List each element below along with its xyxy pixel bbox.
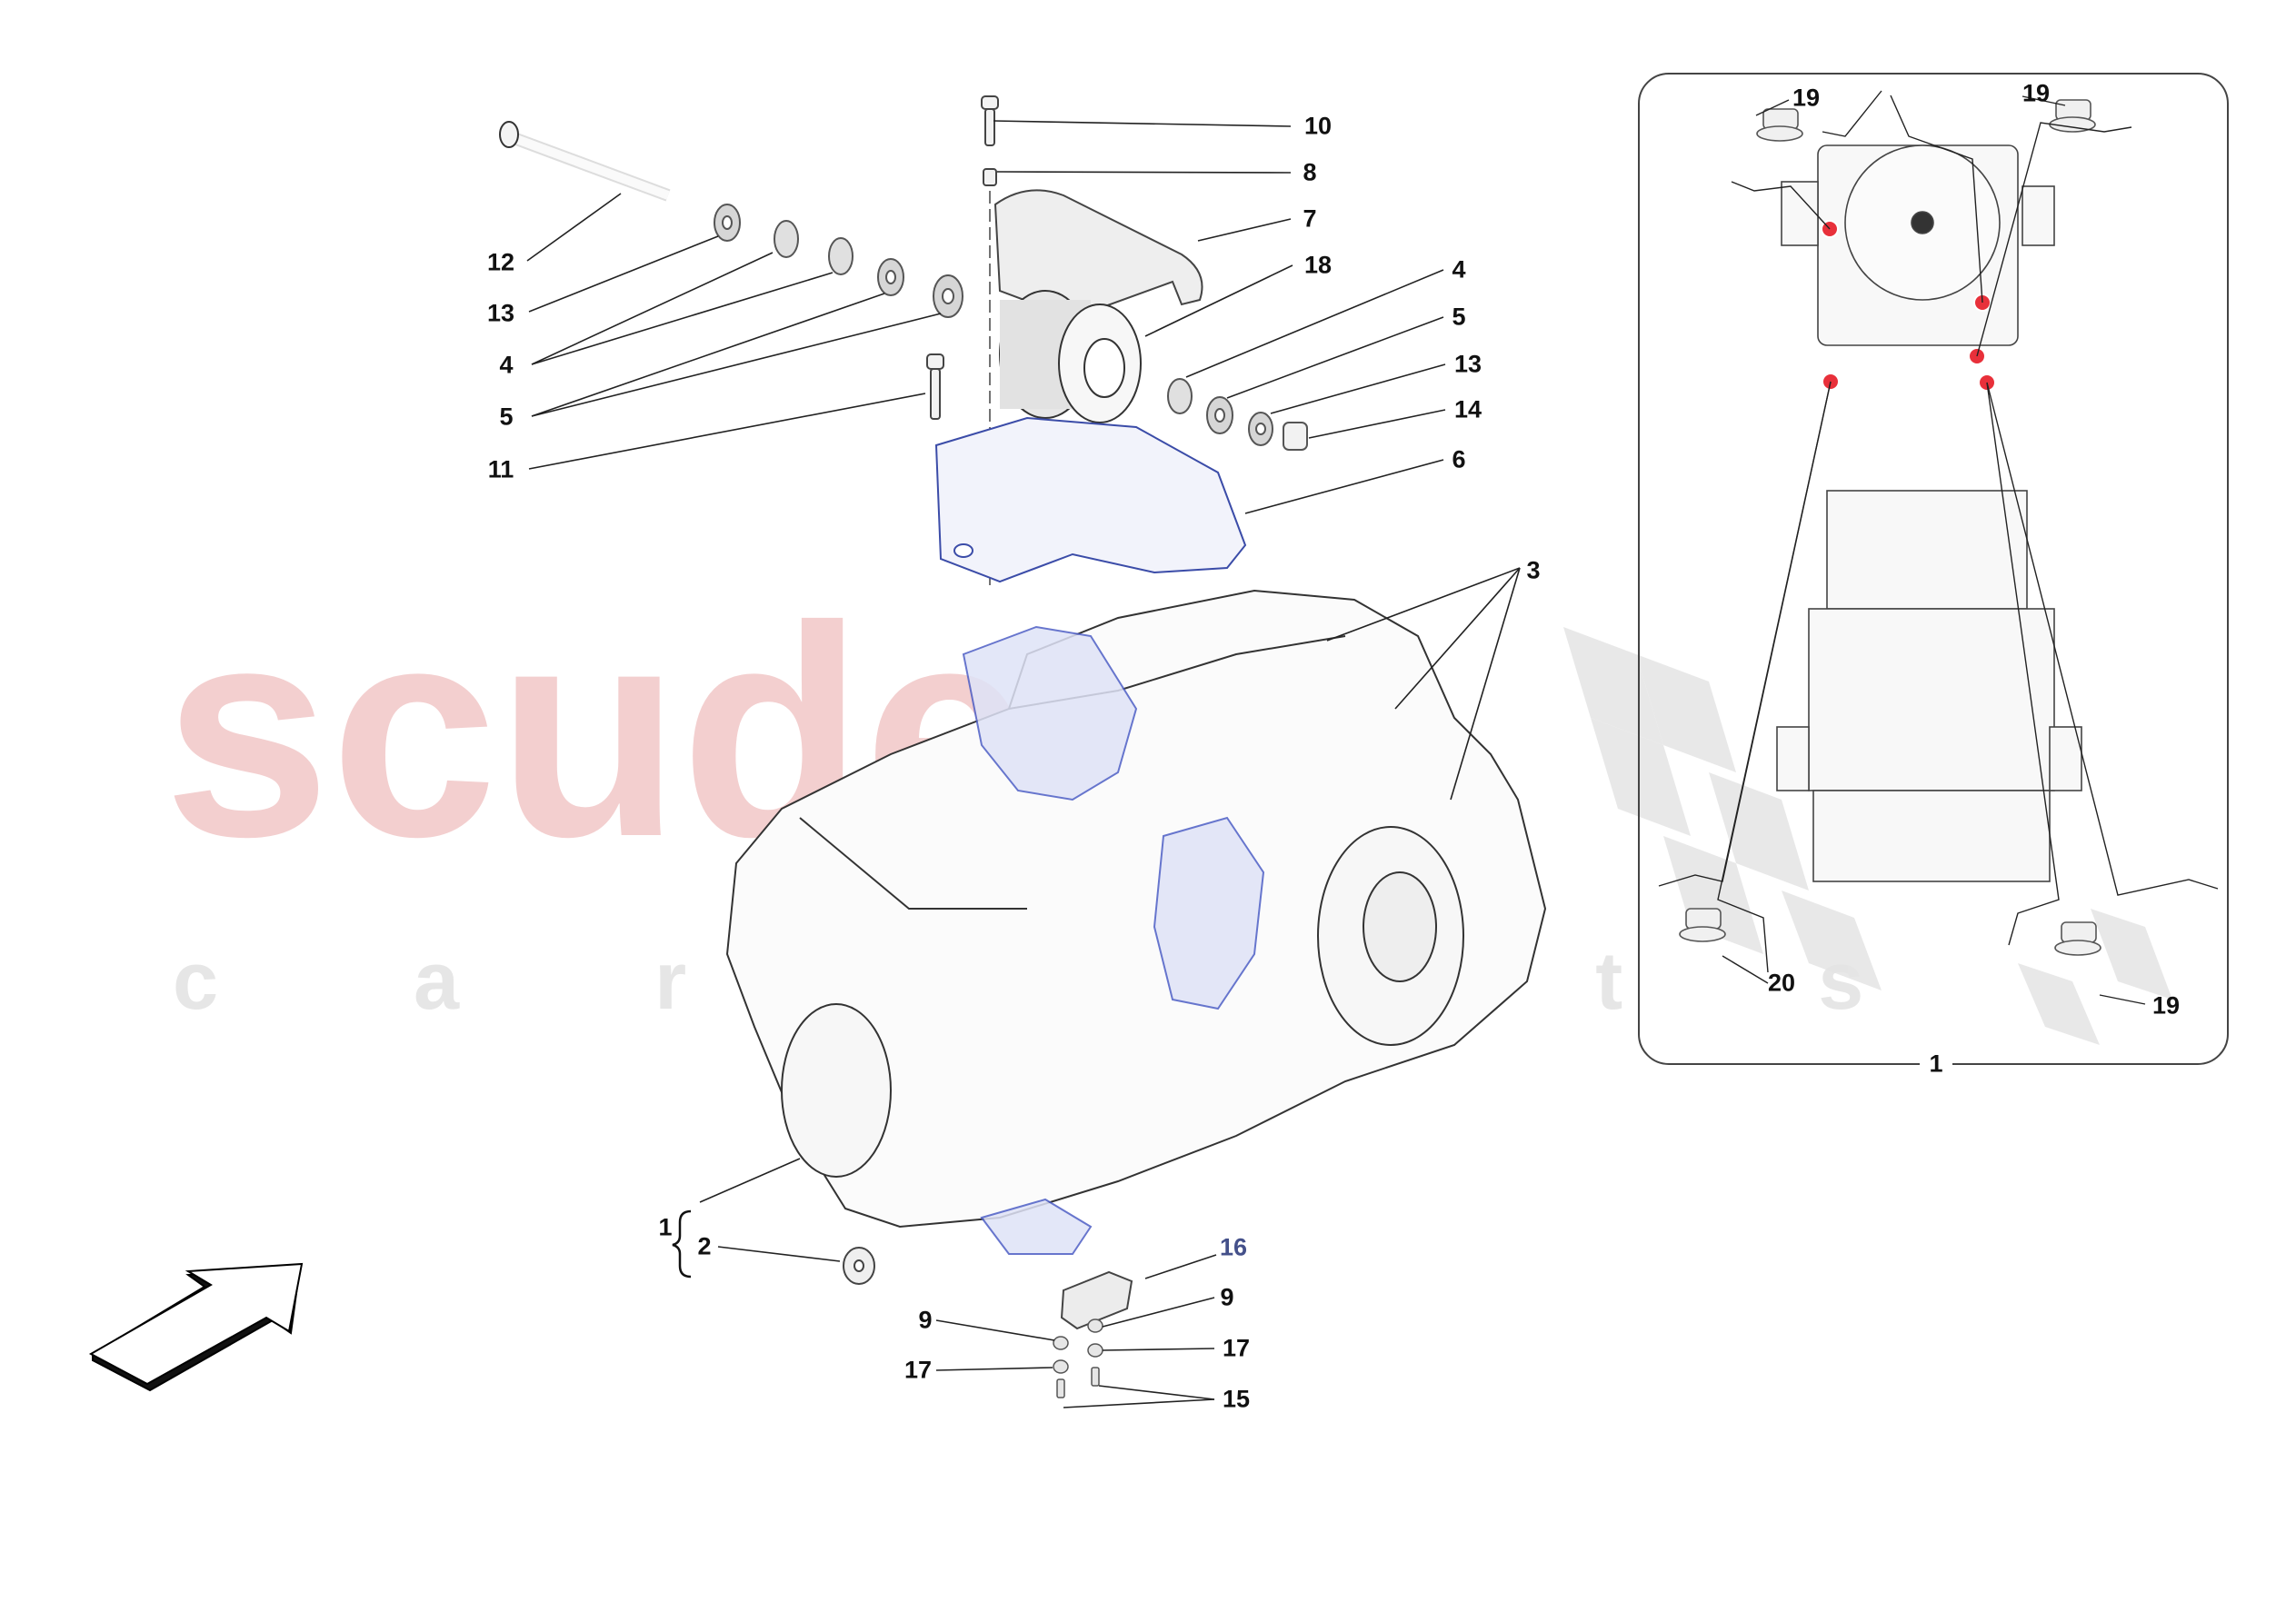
- inset-caption-gap: [1920, 1054, 1952, 1076]
- inset-callout-20: 20: [1767, 969, 1796, 997]
- callout-16: 16: [1219, 1233, 1248, 1261]
- bracket-part-16: [1060, 1270, 1133, 1330]
- callout-18: 18: [1303, 251, 1333, 279]
- inset-gearbox-views: [1776, 144, 2082, 882]
- callout-14: 14: [1453, 395, 1482, 423]
- washer-row-right: [1167, 378, 1308, 451]
- mount-cap-part-7: [993, 189, 1203, 320]
- callout-17-left: 17: [903, 1356, 933, 1384]
- callout-9-left: 9: [918, 1306, 933, 1334]
- inset-nuts: [1679, 99, 2101, 956]
- inset-panel: [1638, 73, 2229, 1065]
- inset-callout-19-top-right: 19: [2021, 79, 2051, 107]
- pin-part-12: [499, 121, 671, 202]
- callout-2: 2: [697, 1232, 712, 1260]
- direction-arrow-icon: [88, 1262, 304, 1392]
- leader-lines: [526, 120, 1521, 1408]
- callout-13: 13: [486, 299, 515, 327]
- callout-17-right: 17: [1222, 1334, 1251, 1362]
- callout-9-right: 9: [1220, 1283, 1234, 1311]
- callout-10: 10: [1303, 112, 1333, 140]
- callout-8: 8: [1303, 158, 1317, 186]
- callout-12: 12: [486, 248, 515, 276]
- plug-part-2: [843, 1247, 875, 1285]
- callout-3: 3: [1526, 556, 1541, 584]
- inset-callout-19-top-left: 19: [1792, 84, 1821, 112]
- gearbox-actuator-tint: [962, 625, 1265, 1255]
- bolt-part-11: [926, 353, 944, 420]
- gearbox-end-cover: [781, 826, 1464, 1178]
- washers-part-9-17: [1053, 1318, 1103, 1398]
- group-brace: [672, 1209, 692, 1279]
- mount-bracket-part-6: [934, 416, 1247, 583]
- callout-4: 4: [499, 351, 514, 379]
- checkered-flag-watermark: [1563, 627, 2172, 1045]
- inset-caption-1: 1: [1929, 1050, 1943, 1078]
- callout-11: 11: [487, 455, 514, 483]
- callout-5-right: 5: [1452, 303, 1466, 331]
- inset-callout-19-bottom-right: 19: [2151, 991, 2181, 1020]
- callout-13-right: 13: [1453, 350, 1482, 378]
- inset-leader-lines: [1658, 90, 2219, 1005]
- callout-7: 7: [1303, 204, 1317, 233]
- callout-15: 15: [1222, 1385, 1251, 1413]
- bushing-part-18: [999, 290, 1142, 423]
- washer-row-left: [714, 204, 963, 318]
- callout-1: 1: [658, 1213, 673, 1241]
- callout-5: 5: [499, 403, 514, 431]
- callout-4-right: 4: [1452, 255, 1466, 284]
- callout-6: 6: [1452, 445, 1466, 473]
